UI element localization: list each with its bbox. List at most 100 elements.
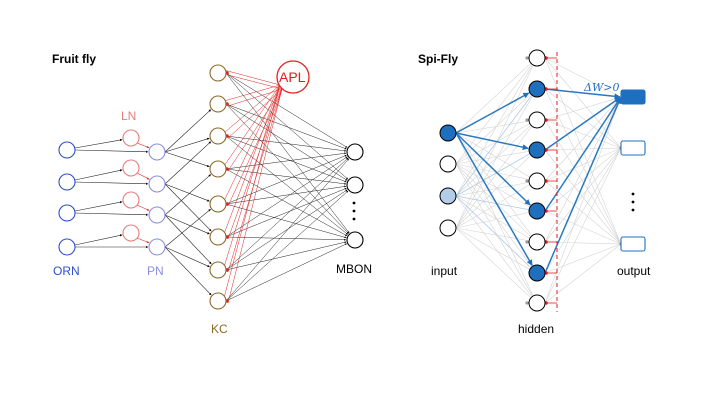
input-hidden-faint-edge — [455, 96, 533, 229]
hidden-output-faint-edge — [544, 244, 620, 304]
apl-kc-edge — [227, 88, 283, 172]
hidden-input-terminal — [525, 118, 529, 122]
pn-kc-edge — [164, 246, 210, 268]
pn-neuron — [148, 143, 166, 161]
hidden-output-faint-edge — [544, 149, 620, 243]
mbon-neuron — [346, 231, 364, 249]
hidden-neuron — [528, 294, 546, 312]
input-hidden-faint-edge — [455, 227, 530, 270]
kc-neuron — [209, 292, 227, 310]
ln-pn-edge — [136, 172, 150, 180]
kc-mbon-edge — [225, 168, 348, 237]
hidden-output-faint-edge — [544, 57, 620, 147]
input-hidden-faint-edge — [455, 212, 529, 229]
input-hidden-light-edge — [455, 153, 530, 197]
hidden-output-faint-edge — [544, 149, 620, 243]
output-neuron — [620, 89, 646, 105]
spi-fly-title: Spi-Fly — [418, 52, 458, 66]
output-label: output — [617, 264, 651, 278]
pn-kc-edge — [164, 214, 210, 235]
orn-ln-edge — [74, 234, 123, 246]
input-neuron — [439, 187, 457, 205]
apl-neuron — [276, 60, 310, 94]
input-hidden-faint-edge — [455, 65, 533, 197]
input-hidden-faint-edge — [455, 64, 532, 165]
input-hidden-faint-edge — [455, 163, 531, 237]
apl-label: APL — [279, 69, 306, 85]
kc-mbon-edge — [225, 243, 347, 302]
kc-mbon-edge — [225, 189, 348, 271]
input-hidden-faint-edge — [455, 132, 532, 236]
orn-ln-edge — [74, 201, 123, 212]
input-hidden-faint-edge — [455, 132, 534, 296]
input-hidden-faint-edge — [455, 163, 532, 267]
hidden-output-faint-edge — [544, 57, 620, 97]
input-hidden-active-edge — [455, 132, 529, 151]
pn-kc-edge — [164, 174, 212, 216]
mbon-label: MBON — [336, 262, 372, 276]
input-hidden-light-edge — [455, 195, 531, 268]
fruit-fly-nodes — [58, 60, 364, 310]
hidden-output-faint-edge — [544, 88, 620, 148]
kc-apl-edge — [223, 84, 281, 134]
ln-pn-edge — [136, 237, 150, 244]
kc-mbon-edge — [225, 168, 347, 185]
fruit-fly-panel: Fruit fly ORN LN PN KC APL MBON — [52, 52, 372, 336]
pn-kc-edge — [164, 151, 210, 168]
kc-mbon-edge — [225, 135, 348, 235]
input-neuron — [439, 155, 457, 173]
kc-mbon-edge — [225, 187, 347, 238]
hidden-output-active-edge — [544, 88, 621, 100]
kc-mbon-edge — [225, 190, 349, 302]
fruit-fly-title: Fruit fly — [52, 52, 96, 66]
orn-pn-edge — [74, 212, 149, 216]
ln-neuron — [122, 191, 140, 209]
hidden-neuron — [528, 141, 546, 159]
input-hidden-faint-edge — [455, 94, 531, 165]
output-neuron — [620, 140, 646, 156]
kc-mbon-edge — [225, 241, 347, 271]
input-hidden-light-edge — [455, 95, 532, 197]
kc-mbon-edge — [225, 157, 349, 271]
pn-kc-edge — [164, 137, 210, 153]
orn-pn-edge — [74, 181, 149, 185]
input-neuron — [439, 219, 457, 237]
apl-kc-edge — [227, 88, 283, 139]
hidden-output-faint-edge — [544, 88, 621, 243]
hidden-output-faint-edge — [544, 98, 621, 243]
pn-label: PN — [147, 264, 164, 278]
input-hidden-light-edge — [455, 195, 529, 210]
weight-update-label: ΔW>0 — [583, 81, 619, 94]
hidden-neuron — [528, 264, 546, 282]
kc-mbon-edge — [225, 72, 350, 234]
kc-mbon-edge — [225, 185, 347, 205]
apl-kc-edge — [227, 88, 283, 240]
hidden-output-faint-edge — [544, 148, 620, 182]
spi-fly-nodes — [439, 49, 646, 312]
kc-neuron — [209, 228, 227, 246]
hidden-input-terminal — [525, 301, 529, 305]
ln-neuron — [122, 129, 140, 147]
input-hidden-faint-edge — [455, 227, 531, 298]
mbon-ellipsis — [352, 201, 356, 221]
kc-neuron — [209, 64, 227, 82]
hidden-neuron — [528, 202, 546, 220]
hidden-input-terminal — [525, 56, 529, 60]
kc-mbon-edge — [225, 72, 348, 148]
ln-label: LN — [121, 109, 136, 123]
fruit-fly-edges — [74, 69, 350, 304]
kc-mbon-edge — [225, 152, 347, 170]
hidden-output-active-edge — [544, 96, 621, 151]
apl-kc-edge — [227, 88, 283, 107]
pn-kc-edge — [164, 208, 211, 248]
input-hidden-faint-edge — [455, 121, 529, 134]
ln-pn-edge — [136, 142, 150, 149]
hidden-output-faint-edge — [544, 149, 621, 304]
hidden-output-faint-edge — [544, 98, 621, 304]
kc-neuron — [209, 95, 227, 113]
input-hidden-faint-edge — [455, 151, 529, 165]
hidden-output-active-edge — [544, 97, 622, 274]
kc-mbon-edge — [225, 156, 348, 238]
input-hidden-faint-edge — [455, 155, 531, 229]
pn-kc-edge — [164, 109, 212, 153]
